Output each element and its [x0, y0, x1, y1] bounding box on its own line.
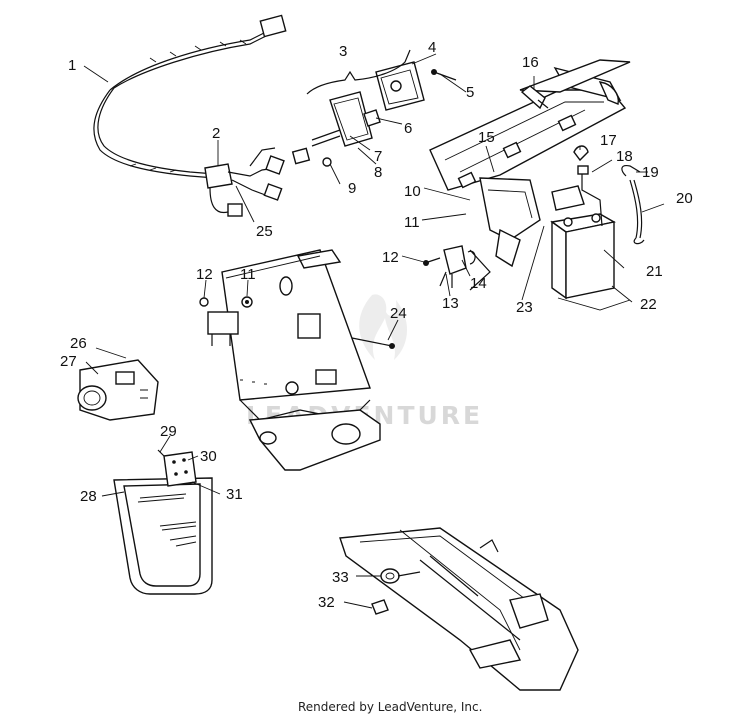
callout-24: 24 [390, 305, 407, 322]
mounting-plate [221, 249, 371, 421]
callout-20: 20 [676, 190, 693, 207]
callout-16: 16 [522, 54, 539, 71]
callout-12b: 12 [382, 249, 399, 266]
battery-cables [573, 145, 645, 245]
callout-1: 1 [68, 57, 76, 74]
callout-25: 25 [256, 223, 273, 240]
callout-31: 31 [226, 486, 243, 503]
callout-10: 10 [404, 183, 421, 200]
callout-12a: 12 [196, 266, 213, 283]
battery [550, 185, 631, 311]
callout-33: 33 [332, 569, 349, 586]
callout-29: 29 [160, 423, 177, 440]
tail-light-assembly [291, 49, 457, 167]
grille-hatching [137, 493, 197, 547]
callout-2: 2 [212, 125, 220, 142]
callout-6: 6 [404, 120, 412, 137]
callout-28: 28 [80, 488, 97, 505]
callout-17: 17 [600, 132, 617, 149]
callout-23: 23 [516, 299, 533, 316]
callout-22: 22 [640, 296, 657, 313]
connector-block [204, 147, 285, 217]
grille-panel [113, 449, 213, 595]
callout-14: 14 [470, 275, 487, 292]
callout-13: 13 [442, 295, 459, 312]
callout-7: 7 [374, 148, 382, 165]
wiring-harness [93, 14, 287, 179]
frame-assembly [429, 59, 631, 291]
callout-21: 21 [646, 263, 663, 280]
lower-frame [248, 409, 381, 471]
leader-lines [83, 53, 665, 609]
relay [207, 311, 239, 346]
chassis-detail [339, 527, 579, 691]
callout-26: 26 [70, 335, 87, 352]
callout-8: 8 [374, 164, 382, 181]
part-16-bolt [520, 85, 549, 110]
callout-5: 5 [466, 84, 474, 101]
callout-labels: 1 2 3 4 5 6 7 8 9 10 11 11 12 12 13 14 1… [60, 39, 693, 611]
rear-housing [77, 359, 159, 421]
callout-3: 3 [339, 43, 347, 60]
callout-32: 32 [318, 594, 335, 611]
callout-4: 4 [428, 39, 436, 56]
clip-bracket [423, 245, 476, 288]
footer-credit: Rendered by LeadVenture, Inc. [298, 700, 482, 714]
callout-11a: 11 [240, 266, 256, 283]
callout-18: 18 [616, 148, 633, 165]
callout-30: 30 [200, 448, 217, 465]
callout-19: 19 [642, 164, 659, 181]
flame-logo-icon [359, 294, 408, 360]
callout-15: 15 [478, 129, 495, 146]
callout-27: 27 [60, 353, 77, 370]
callout-9: 9 [348, 180, 356, 197]
callout-11b: 11 [404, 214, 420, 231]
bolt-24 [351, 337, 395, 349]
part-32-clip [371, 599, 389, 615]
